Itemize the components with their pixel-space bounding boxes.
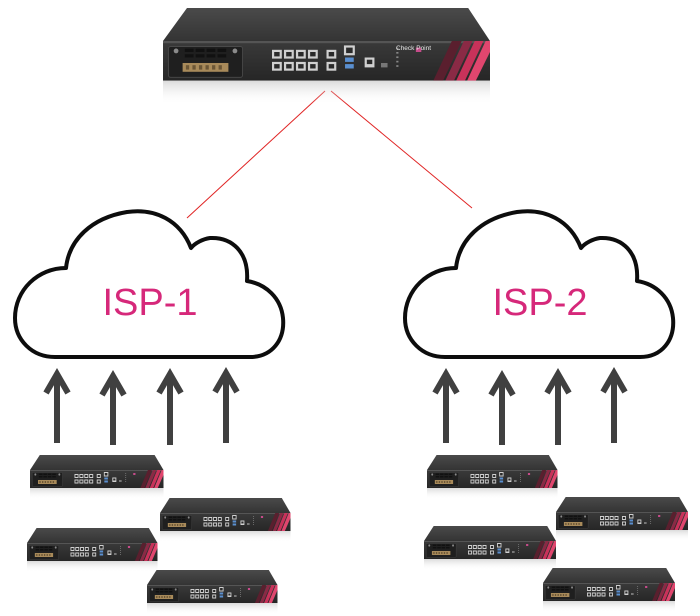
branch-gateway-appliance xyxy=(146,569,278,615)
cloud-isp-2: ISP-2 xyxy=(403,209,676,359)
central-gateway-appliance xyxy=(162,7,491,106)
cloud-isp-1-label: ISP-1 xyxy=(102,282,197,324)
branch-gateways-isp-1 xyxy=(26,454,291,615)
branch-gateway-appliance xyxy=(555,496,689,542)
up-arrow-icon xyxy=(99,370,127,445)
up-arrow-icon xyxy=(600,367,628,443)
uplink-arrows-isp-1 xyxy=(43,367,240,445)
up-arrow-icon xyxy=(156,368,184,445)
central-gateway-brand-label: Check Point xyxy=(396,45,431,52)
cloud-isp-2-shape xyxy=(403,209,676,359)
link-gateway-isp2 xyxy=(330,90,473,209)
branch-gateway-appliance xyxy=(159,497,291,543)
up-arrow-icon xyxy=(432,368,460,443)
cloud-isp-2-label: ISP-2 xyxy=(492,282,587,324)
cloud-isp-1: ISP-1 xyxy=(13,209,286,359)
branch-gateway-appliance xyxy=(426,454,558,500)
branch-gateway-appliance xyxy=(423,525,557,571)
link-gateway-isp1 xyxy=(186,90,326,219)
up-arrow-icon xyxy=(43,368,71,443)
up-arrow-icon xyxy=(488,370,516,445)
cloud-isp-1-shape xyxy=(13,209,286,359)
branch-gateway-appliance xyxy=(29,454,164,500)
uplink-arrows-isp-2 xyxy=(432,367,628,445)
up-arrow-icon xyxy=(544,368,572,445)
branch-gateways-isp-2 xyxy=(423,454,689,613)
branch-gateway-appliance xyxy=(542,567,676,613)
branch-gateway-appliance xyxy=(26,527,158,573)
up-arrow-icon xyxy=(212,367,240,443)
